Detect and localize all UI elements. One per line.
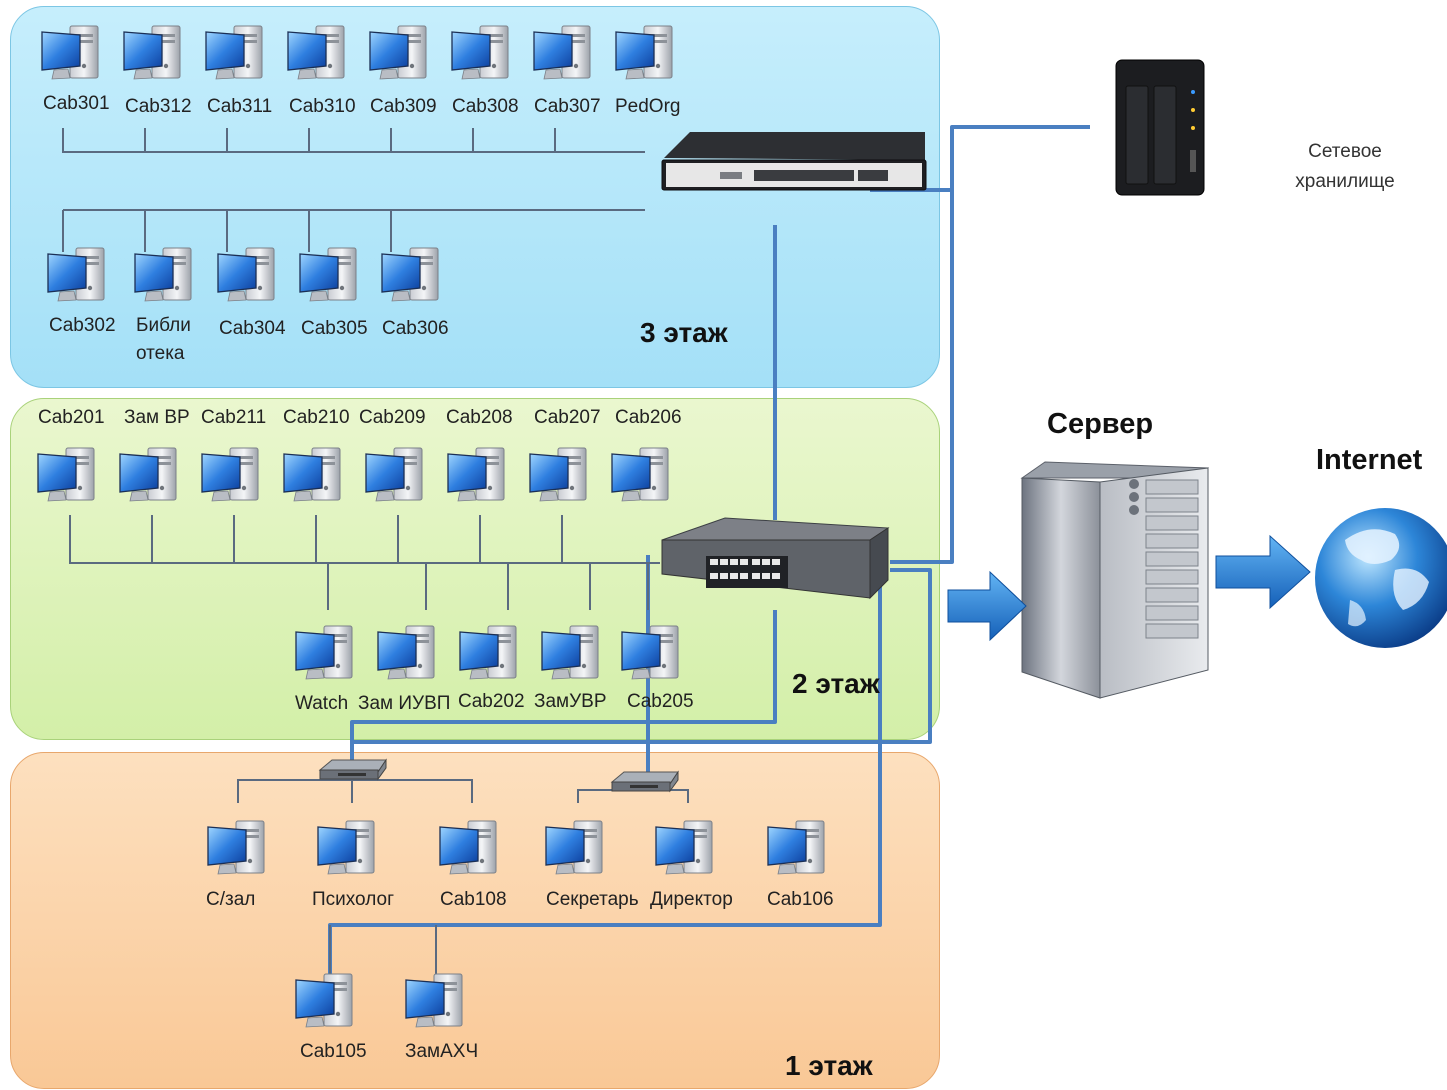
server-icon [1020,461,1210,699]
switch-floor2 [661,517,890,600]
hub-floor1-right [611,771,679,792]
floor-1-label: 1 этаж [785,1050,873,1081]
pc-label-cab311: Cab311 [207,96,273,117]
pc-label-cab310: Cab310 [289,96,356,117]
floor-3-label: 3 этаж [640,317,728,348]
pc-label-cab308: Cab308 [452,96,519,117]
floor1-bus [237,779,689,975]
server-label: Сервер [1047,408,1154,440]
nas-device-icon [1115,59,1205,196]
floor-2-label: 2 этаж [792,668,880,699]
arrow-to-server-icon [947,570,1027,642]
arrow-to-internet-icon [1215,534,1311,610]
nas-label-line1: Сетевое [1308,141,1382,162]
pc-label-cab106: Cab106 [767,889,834,910]
pc-label-cab210: Cab210 [283,407,350,428]
pc-label-zam-iuvp: Зам ИУВП [358,693,451,714]
floor2-bus [69,515,660,610]
pc-label-zamuvr: ЗамУВР [534,691,607,712]
cable-switch2-server [352,568,932,744]
pc-label-psikholog: Психолог [312,889,395,910]
nas-label-line2: хранилище [1295,171,1395,192]
pc-label-cab202: Cab202 [458,691,525,712]
hub-floor1-left [319,759,387,780]
cable-switch2-nas [890,190,954,564]
floor-1-zone [10,752,940,1089]
pc-label-sekretar: Секретарь [546,889,639,910]
nas-label: Сетевое хранилище [1270,137,1420,197]
pc-label-cab309: Cab309 [370,96,437,117]
pc-label-cab108: Cab108 [440,889,507,910]
pc-label-cab304: Cab304 [219,318,286,339]
pc-label-direktor: Директор [650,889,733,910]
globe-icon [1315,508,1447,648]
pc-label-cab209: Cab209 [359,407,426,428]
pc-label-cab306: Cab306 [382,318,449,339]
pc-label-library-line2: отека [136,343,185,364]
pc-label-zamakhch: ЗамАХЧ [405,1041,479,1062]
pc-label-zam-vr: Зам ВР [124,407,190,428]
pc-label-cab105: Cab105 [300,1041,367,1062]
pc-label-cab211: Cab211 [201,407,267,428]
pc-label-library-line1: Библи [136,315,191,336]
pc-label-cab208: Cab208 [446,407,513,428]
switch-floor3 [661,132,927,191]
pc-label-cab206: Cab206 [615,407,682,428]
pc-label-cab312: Cab312 [125,96,192,117]
pc-label-cab307: Cab307 [534,96,601,117]
floor3-bus [62,128,645,252]
pc-label-cab305: Cab305 [301,318,368,339]
internet-label: Internet [1316,444,1423,476]
pc-label-cab207: Cab207 [534,407,601,428]
pc-label-cab201: Cab201 [38,407,105,428]
pc-label-cab302: Cab302 [49,315,116,336]
pc-label-cab205: Cab205 [627,691,694,712]
pc-label-cab301: Cab301 [43,93,110,114]
pc-icons-floor3 [41,25,673,302]
pc-label-pedorg: PedOrg [615,96,681,117]
pc-label-s-zal: С/зал [206,889,256,910]
pc-label-watch: Watch [295,693,349,714]
